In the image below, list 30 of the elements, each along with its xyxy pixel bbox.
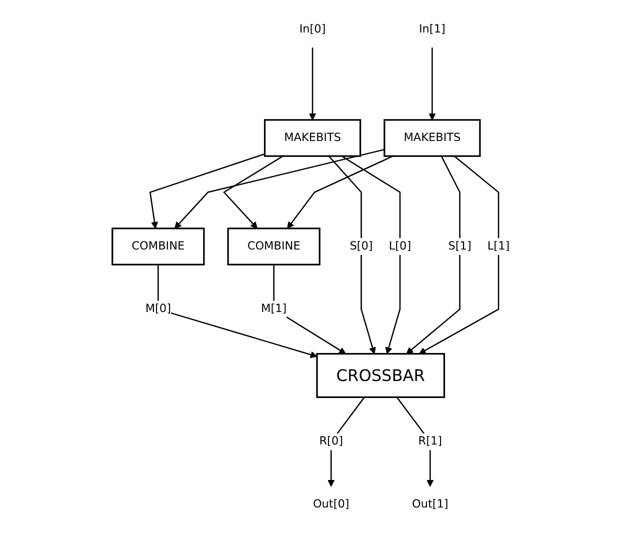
node-box: MAKEBITS xyxy=(264,119,362,157)
arrow xyxy=(406,156,460,354)
node-box: COMBINE xyxy=(112,228,205,266)
arrow xyxy=(328,156,376,354)
arrow xyxy=(428,48,436,120)
arrow xyxy=(328,396,365,487)
node-text: Out[1] xyxy=(412,498,448,511)
edge-label: R[0] xyxy=(319,434,343,448)
arrow xyxy=(149,153,265,229)
edge-label: L[0] xyxy=(388,240,412,253)
arrow xyxy=(396,396,434,487)
arrow xyxy=(287,156,394,229)
arrow xyxy=(158,264,318,358)
node-text: In[0] xyxy=(299,22,326,36)
arrow xyxy=(174,148,385,229)
edge-label: R[1] xyxy=(418,434,442,448)
node-text: Out[0] xyxy=(312,498,350,511)
edge-label: L[1] xyxy=(487,240,510,253)
arrow xyxy=(341,156,401,354)
arrow xyxy=(418,156,500,354)
node-box: COMBINE xyxy=(227,228,320,266)
node-box: MAKEBITS xyxy=(384,119,481,157)
edge-label: S[0] xyxy=(350,240,373,253)
edge-label: M[0] xyxy=(145,302,171,316)
edge-label: M[1] xyxy=(261,302,287,316)
node-box: CROSSBAR xyxy=(316,353,446,398)
arrow xyxy=(309,48,316,120)
arrow xyxy=(223,156,284,229)
node-text: In[1] xyxy=(418,22,446,36)
edge-label: S[1] xyxy=(448,240,472,253)
